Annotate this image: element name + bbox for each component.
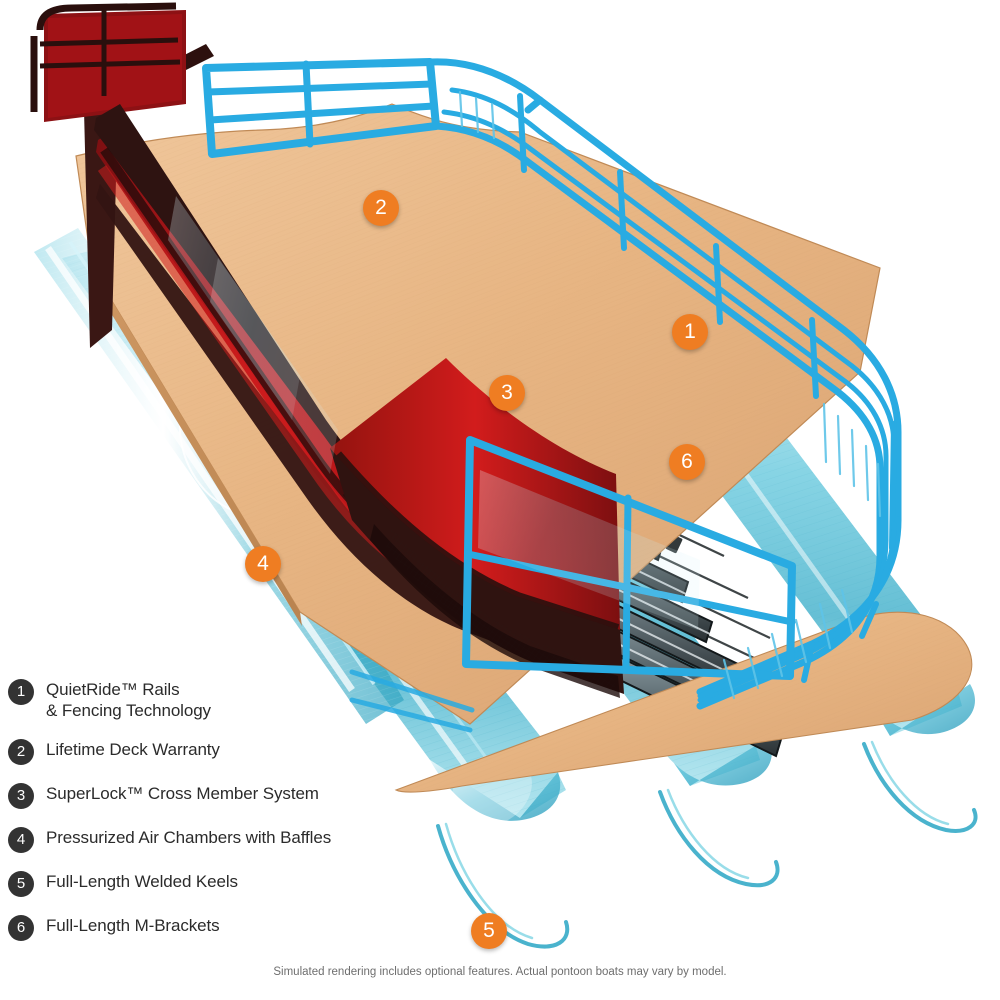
legend-badge-4: 4 [8,827,34,853]
fence-aft-curve [696,516,902,710]
seating-furniture [30,2,624,698]
legend-item-5[interactable]: 5 Full-Length Welded Keels [8,870,388,897]
legend-item-4[interactable]: 4 Pressurized Air Chambers with Baffles [8,826,388,853]
legend-item-6[interactable]: 6 Full-Length M-Brackets [8,914,388,941]
disclaimer-text: Simulated rendering includes optional fe… [273,966,727,978]
legend-badge-3: 3 [8,783,34,809]
fence-starboard [208,58,902,560]
legend-item-2[interactable]: 2 Lifetime Deck Warranty [8,738,388,765]
legend-label-5: Full-Length Welded Keels [46,872,238,891]
callout-badge-5[interactable]: 5 [471,913,507,949]
callout-badge-1[interactable]: 1 [672,314,708,350]
legend-label-4: Pressurized Air Chambers with Baffles [46,828,332,847]
callout-badge-3[interactable]: 3 [489,375,525,411]
fence-port [349,669,475,733]
legend-item-3[interactable]: 3 SuperLock™ Cross Member System [8,782,388,809]
aft-deck-slab [394,611,973,793]
callout-badge-2[interactable]: 2 [363,190,399,226]
legend-badge-2: 2 [8,739,34,765]
legend-label-6: Full-Length M-Brackets [46,916,220,935]
legend-label-1: QuietRide™ Rails & Fencing Technology [46,680,211,720]
legend-badge-6: 6 [8,915,34,941]
callout-badge-6[interactable]: 6 [669,444,705,480]
legend-label-3: SuperLock™ Cross Member System [46,784,319,803]
legend-badge-1: 1 [8,679,34,705]
callout-badge-4[interactable]: 4 [245,546,281,582]
transparent-side-panels [168,196,700,630]
feature-legend: 1 QuietRide™ Rails & Fencing Technology … [8,678,388,954]
legend-badge-5: 5 [8,871,34,897]
welded-keels [436,740,978,949]
legend-item-1[interactable]: 1 QuietRide™ Rails & Fencing Technology [8,678,388,721]
legend-label-2: Lifetime Deck Warranty [46,740,220,759]
